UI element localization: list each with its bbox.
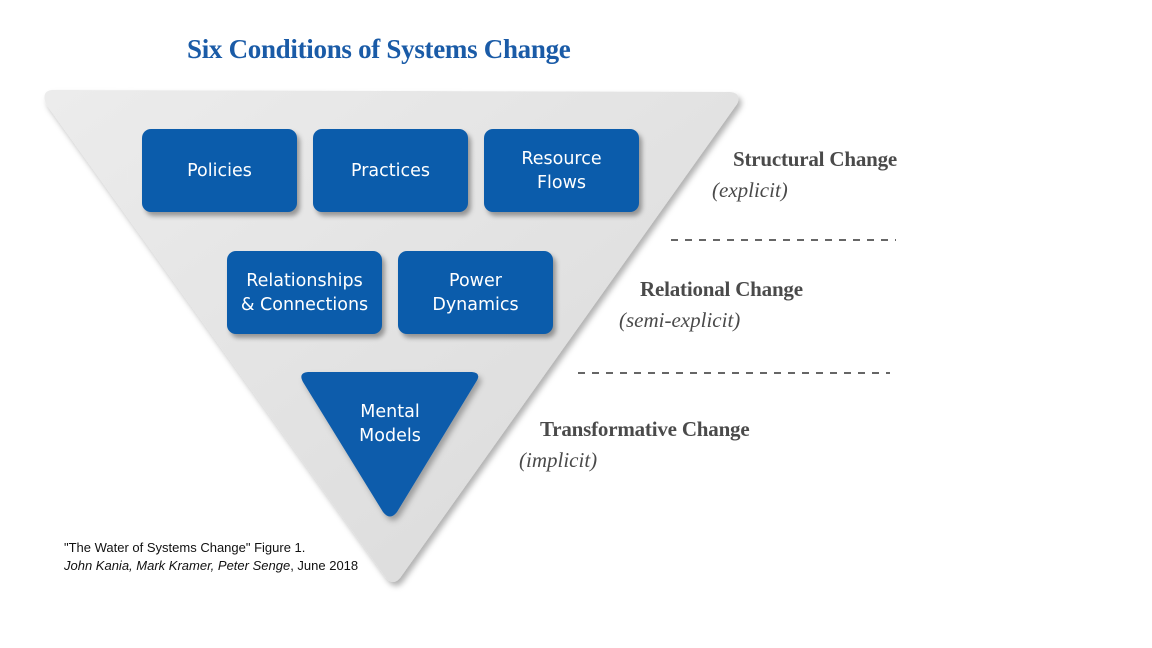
structural-change-label: Structural Change — [733, 147, 898, 171]
policies-label: Policies — [187, 160, 252, 181]
practices-label: Practices — [350, 160, 430, 181]
resource-flows-label: Resource Flows — [521, 148, 602, 193]
relational-change-sub: (semi-explicit) — [619, 308, 741, 332]
relationships-box: Relationships & Connections — [227, 251, 382, 334]
citation: "The Water of Systems Change" Figure 1. … — [64, 539, 358, 575]
outer-triangle — [44, 90, 739, 582]
power-dynamics-box: Power Dynamics — [398, 251, 553, 334]
citation-authors: John Kania, Mark Kramer, Peter Senge — [64, 558, 291, 573]
relationships-label: Relationships & Connections — [240, 270, 369, 315]
relational-change-label: Relational Change — [640, 277, 803, 301]
policies-box: Policies — [142, 129, 297, 212]
citation-title: "The Water of Systems Change" Figure 1. — [64, 540, 306, 555]
resource-flows-box: Resource Flows — [484, 129, 639, 212]
power-dynamics-label: Power Dynamics — [432, 270, 519, 315]
mental-models-label: Mental Models — [359, 402, 421, 446]
practices-box: Practices — [313, 129, 468, 212]
transformative-change-sub: (implicit) — [519, 448, 598, 472]
diagram-title: Six Conditions of Systems Change — [187, 34, 571, 64]
structural-change-sub: (explicit) — [712, 178, 788, 202]
citation-date: , June 2018 — [290, 558, 359, 573]
transformative-change-label: Transformative Change — [540, 417, 750, 441]
mental-models-triangle — [301, 372, 479, 517]
citation-authors-line: John Kania, Mark Kramer, Peter Senge, Ju… — [64, 557, 358, 575]
